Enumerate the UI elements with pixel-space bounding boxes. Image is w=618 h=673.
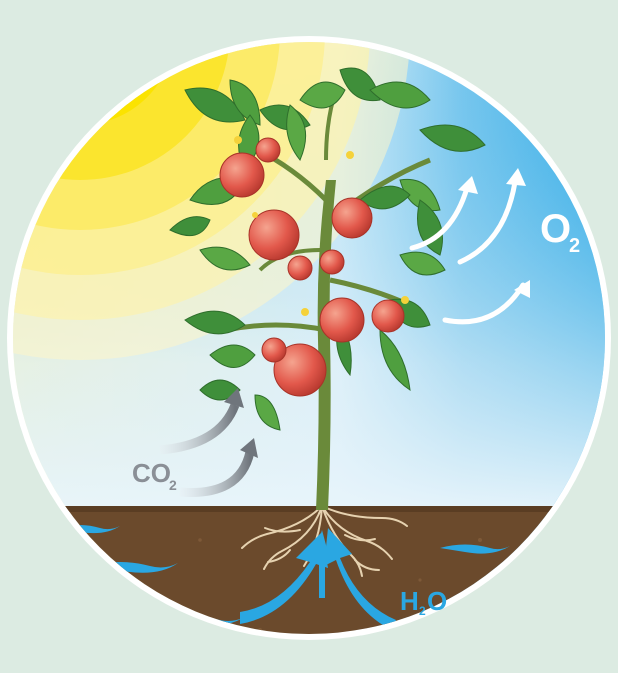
oxygen-label-main: O [540,207,571,251]
carbon-dioxide-label-main: CO [132,458,171,488]
water-label-o: O [427,586,447,616]
water-label-h: H [400,586,419,616]
water-label-subscript: 2 [419,604,426,618]
carbon-dioxide-label-subscript: 2 [169,477,177,493]
carbon-dioxide-label: CO 2 [132,458,177,493]
oxygen-label-subscript: 2 [569,235,580,257]
